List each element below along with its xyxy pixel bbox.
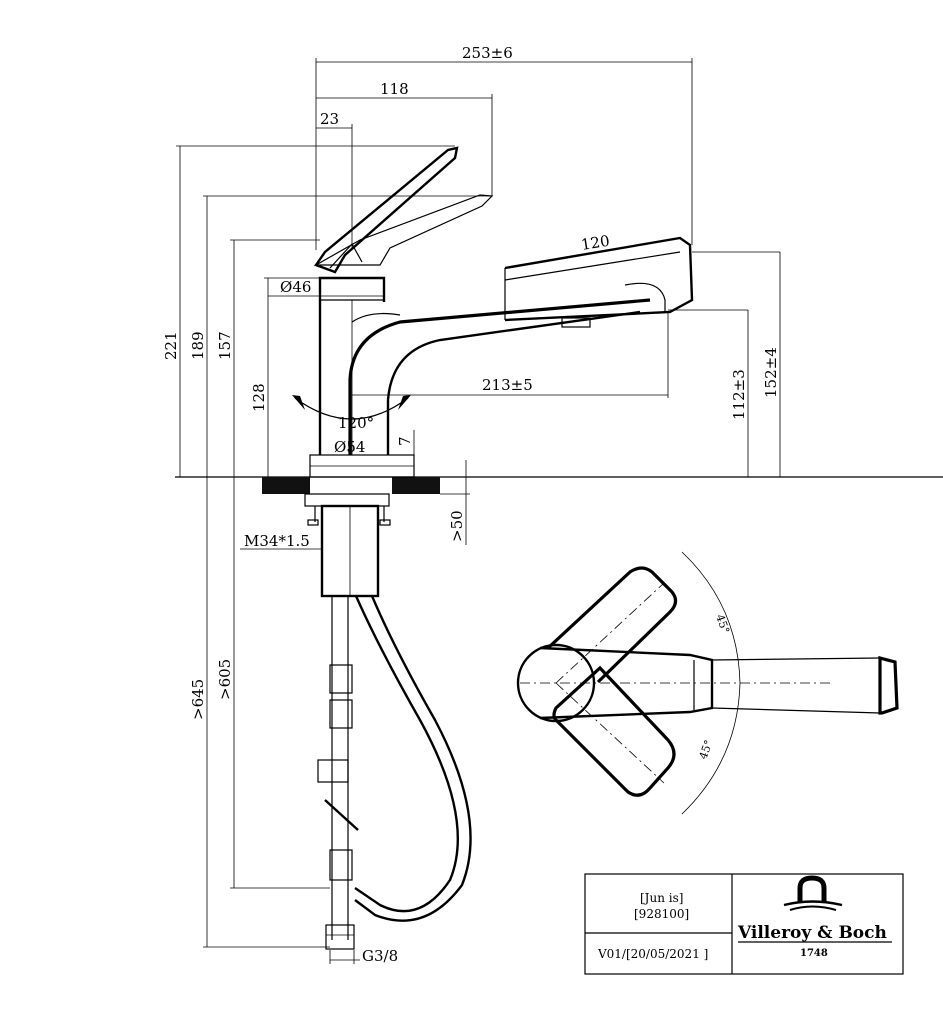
spray-button — [561, 317, 591, 328]
deck-section-left — [262, 477, 310, 494]
top-view: 45° 45° — [516, 551, 899, 815]
quick-connector — [317, 759, 349, 783]
dim-spout-width: 120 — [580, 232, 611, 254]
dim-head-height: 152±4 — [762, 347, 780, 398]
angle-top-label: 45° — [713, 613, 732, 636]
dim-height-128: 128 — [250, 383, 268, 412]
side-view: 253±6 118 23 120 Ø46 221 189 157 128 213… — [162, 44, 943, 965]
brand-logo-icon — [783, 875, 843, 911]
dim-connection: G3/8 — [362, 947, 398, 965]
spout-inner — [386, 310, 641, 455]
dim-height-189: 189 — [189, 331, 207, 360]
pullout-hose — [354, 595, 459, 913]
brand-year: 1748 — [800, 948, 828, 959]
top-handle-up — [546, 566, 678, 684]
angle-bottom-label: 45° — [697, 738, 716, 761]
top-handle-down — [552, 665, 676, 797]
title-name: [Jun is] — [640, 891, 683, 905]
rotation-arc — [294, 397, 409, 420]
dim-hose-605: >605 — [216, 659, 234, 700]
body-column — [318, 276, 386, 455]
dim-base-thickness: 7 — [396, 436, 414, 446]
top-spout-head — [878, 655, 899, 715]
dim-thread: M34*1.5 — [244, 532, 310, 550]
dim-diameter-body: Ø46 — [280, 278, 311, 296]
dim-outlet-height: 112±3 — [730, 369, 748, 420]
dim-lever-offset: 23 — [320, 110, 339, 128]
spout-outer — [348, 298, 651, 455]
deck-section-right — [392, 477, 440, 494]
title-number: [928100] — [634, 907, 689, 921]
dim-total-length: 253±6 — [462, 44, 513, 62]
title-block: [Jun is] [928100] V01/[20/05/2021 ] Vill… — [584, 873, 904, 975]
washer — [304, 493, 390, 507]
g38-connection — [325, 924, 355, 950]
dim-hose-645: >645 — [189, 679, 207, 720]
title-version: V01/[20/05/2021 ] — [597, 947, 708, 961]
brand-name: Villeroy & Boch — [737, 923, 887, 943]
lever-handle — [314, 146, 459, 274]
dim-diameter-base: Ø54 — [334, 438, 365, 456]
dim-handle-reach: 118 — [380, 80, 409, 98]
top-spout — [539, 646, 714, 720]
lever-handle-lower — [313, 194, 494, 266]
dim-height-221: 221 — [162, 331, 180, 360]
dim-spout-reach: 213±5 — [482, 376, 533, 394]
pullout-head — [504, 236, 694, 322]
dim-height-157: 157 — [216, 331, 234, 360]
dim-rotation: 120° — [338, 414, 374, 432]
dim-deck-thickness: >50 — [448, 510, 466, 542]
